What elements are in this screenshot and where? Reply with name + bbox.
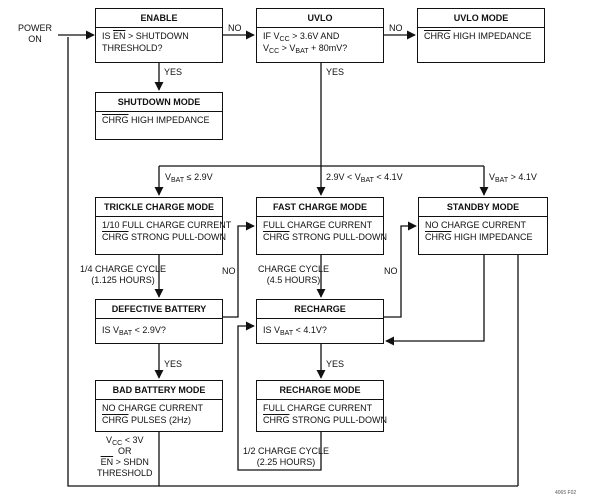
label-yes-recharge: YES [326, 359, 344, 370]
recharge-title: RECHARGE [257, 300, 383, 319]
label-vbat-low: VBAT ≤ 2.9V [165, 172, 213, 184]
text-line: CHRG PULSES (2Hz) [102, 415, 192, 425]
label-no-enable: NO [228, 23, 242, 34]
label-no-defective: NO [222, 266, 236, 277]
bad-battery-title: BAD BATTERY MODE [96, 381, 222, 400]
text-line: VCC < 3V [106, 435, 144, 447]
defective-battery-box: DEFECTIVE BATTERY IS VBAT < 2.9V? [95, 299, 223, 344]
text-line: 2.9V < VBAT < 4.1V [326, 172, 403, 184]
text-line: CHRG HIGH IMPEDANCE [102, 115, 210, 125]
text-line: IS VBAT < 4.1V? [263, 325, 327, 337]
text-line: YES [164, 359, 183, 369]
standby-mode-title: STANDBY MODE [419, 198, 547, 217]
text-line: VBAT ≤ 2.9V [165, 172, 213, 184]
uvlo-mode-title: UVLO MODE [418, 9, 544, 28]
defective-battery-title: DEFECTIVE BATTERY [96, 300, 222, 319]
recharge-mode-title: RECHARGE MODE [257, 381, 383, 400]
trickle-charge-box: TRICKLE CHARGE MODE 1/10 FULL CHARGE CUR… [95, 197, 232, 255]
uvlo-mode-text: CHRG HIGH IMPEDANCE [418, 28, 544, 44]
arrow-defective-fast [223, 221, 255, 318]
bad-battery-text: NO CHARGE CURRENT CHRG PULSES (2Hz) [96, 400, 222, 428]
label-yes-uvlo: YES [326, 67, 344, 78]
text-line: (1.125 HOURS) [91, 275, 155, 285]
label-half-cycle: 1/2 CHARGE CYCLE(2.25 HOURS) [243, 446, 329, 468]
recharge-mode-box: RECHARGE MODE FULL CHARGE CURRENT CHRG ST… [256, 380, 388, 432]
figure-id: 4065 F02 [555, 490, 577, 496]
text-line: VBAT > 4.1V [489, 172, 537, 184]
text-line: NO [228, 23, 242, 33]
text-line: NO [389, 23, 403, 33]
label-vbat-mid: 2.9V < VBAT < 4.1V [326, 172, 403, 184]
text-line: CHRG HIGH IMPEDANCE [425, 232, 533, 242]
text-line: 1/4 CHARGE CYCLE [80, 264, 167, 274]
label-quarter-cycle: 1/4 CHARGE CYCLE(1.125 HOURS) [80, 264, 166, 286]
shutdown-mode-box: SHUTDOWN MODE CHRG HIGH IMPEDANCE [95, 92, 223, 140]
text-line: YES [326, 359, 345, 369]
text-line: IF VCC > 3.6V AND [263, 31, 340, 43]
label-vbat-high: VBAT > 4.1V [489, 172, 537, 184]
text-line: NO [222, 266, 236, 276]
text-line: (2.25 HOURS) [256, 457, 316, 467]
arrow-recharge-standby [384, 221, 417, 318]
arrow-feedback-loop [67, 37, 160, 487]
arrow-standby-recharge [385, 255, 485, 346]
label-no-uvlo: NO [389, 23, 403, 34]
text-line: CHARGE CYCLE [258, 264, 330, 274]
power-on-line-2: ON [28, 34, 42, 44]
text-line: CHRG STRONG PULL-DOWN [263, 415, 388, 425]
power-on-label: POWER ON [18, 23, 52, 45]
label-yes-defective: YES [164, 359, 182, 370]
text-line: IS VBAT < 2.9V? [102, 325, 166, 337]
shutdown-mode-title: SHUTDOWN MODE [96, 93, 222, 112]
shutdown-mode-text: CHRG HIGH IMPEDANCE [96, 112, 222, 128]
fast-charge-text: FULL CHARGE CURRENT CHRG STRONG PULL-DOWN [257, 217, 388, 245]
text-line: 1/2 CHARGE CYCLE [243, 446, 330, 456]
arrow-rechargemode-recharge [237, 321, 322, 471]
text-line: OR [118, 446, 132, 456]
enable-title: ENABLE [96, 9, 222, 28]
text-line: CHRG STRONG PULL-DOWN [102, 232, 227, 242]
standby-mode-text: NO CHARGE CURRENT CHRG HIGH IMPEDANCE [419, 217, 547, 245]
text-line: NO CHARGE CURRENT [102, 403, 204, 413]
label-charge-cycle: CHARGE CYCLE(4.5 HOURS) [258, 264, 329, 286]
text-line: YES [326, 67, 345, 77]
text-line: THRESHOLD? [102, 43, 163, 53]
enable-box: ENABLE IS EN > SHUTDOWN THRESHOLD? [95, 8, 223, 63]
recharge-mode-text: FULL CHARGE CURRENT CHRG STRONG PULL-DOWN [257, 400, 388, 428]
label-yes-enable: YES [164, 67, 182, 78]
power-on-line-1: POWER [18, 23, 53, 33]
text-line: CHRG HIGH IMPEDANCE [424, 31, 532, 41]
text-line: EN > SHDN [100, 457, 149, 467]
recharge-text: IS VBAT < 4.1V? [257, 319, 383, 338]
text-line: IS EN > SHUTDOWN [102, 31, 189, 41]
text-line: 1/10 FULL CHARGE CURRENT [102, 220, 232, 230]
recharge-box: RECHARGE IS VBAT < 4.1V? [256, 299, 384, 344]
defective-battery-text: IS VBAT < 2.9V? [96, 319, 222, 338]
text-line: NO CHARGE CURRENT [425, 220, 527, 230]
standby-mode-box: STANDBY MODE NO CHARGE CURRENT CHRG HIGH … [418, 197, 548, 255]
uvlo-mode-box: UVLO MODE CHRG HIGH IMPEDANCE [417, 8, 545, 63]
text-line: (4.5 HOURS) [266, 275, 321, 285]
trickle-charge-text: 1/10 FULL CHARGE CURRENT CHRG STRONG PULL… [96, 217, 232, 245]
text-line: VCC > VBAT + 80mV? [263, 43, 348, 55]
fast-charge-title: FAST CHARGE MODE [257, 198, 383, 217]
text-line: FULL CHARGE CURRENT [263, 220, 373, 230]
text-line: THRESHOLD [97, 468, 153, 478]
bad-battery-box: BAD BATTERY MODE NO CHARGE CURRENT CHRG P… [95, 380, 223, 432]
uvlo-title: UVLO [257, 9, 383, 28]
text-line: FULL CHARGE CURRENT [263, 403, 373, 413]
fast-charge-box: FAST CHARGE MODE FULL CHARGE CURRENT CHRG… [256, 197, 388, 255]
trickle-charge-title: TRICKLE CHARGE MODE [96, 198, 222, 217]
text-line: YES [164, 67, 183, 77]
text-line: CHRG STRONG PULL-DOWN [263, 232, 388, 242]
text-line: NO [384, 266, 398, 276]
label-no-recharge: NO [384, 266, 398, 277]
enable-text: IS EN > SHUTDOWN THRESHOLD? [96, 28, 222, 56]
